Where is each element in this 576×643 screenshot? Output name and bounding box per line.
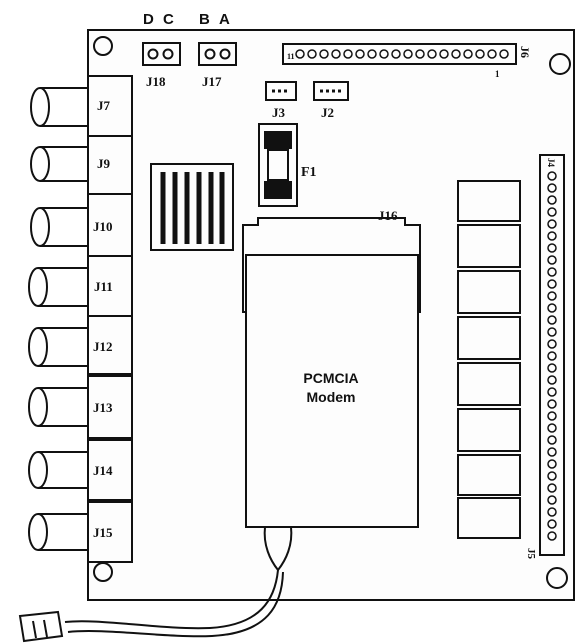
j4-j5-header (539, 154, 565, 556)
modem-plug (18, 610, 64, 643)
j18-label: J18 (146, 74, 166, 89)
jack-j11 (28, 255, 133, 317)
component-block-8 (457, 497, 521, 539)
modem-label-line1: PCMCIA (303, 370, 358, 386)
component-block-4 (457, 316, 521, 360)
j2-label: J2 (321, 105, 334, 120)
mounting-hole-top-right (549, 53, 571, 75)
component-block-6 (457, 408, 521, 452)
component-block-3 (457, 270, 521, 314)
terminal-label-d: D (143, 11, 154, 28)
component-block-1 (457, 180, 521, 222)
modem-cable (64, 526, 293, 638)
j6-header (282, 43, 517, 65)
jack-label-j7: J7 (97, 98, 111, 113)
jack-j13 (28, 375, 133, 439)
j18-terminal-block (142, 42, 181, 66)
jack-label-j12: J12 (93, 339, 113, 354)
heatsink (150, 163, 234, 251)
component-block-5 (457, 362, 521, 406)
component-block-7 (457, 454, 521, 496)
j6-pin-right-label: 1 (495, 69, 500, 79)
terminal-label-c: C (163, 11, 174, 28)
j16-label: J16 (378, 208, 398, 223)
modem-label-line2: Modem (307, 389, 356, 405)
mounting-hole-bottom-right (546, 567, 568, 589)
jack-label-j10: J10 (93, 219, 113, 234)
jack-label-j14: J14 (93, 463, 113, 478)
jack-j15 (28, 501, 133, 563)
jack-j10 (30, 193, 133, 257)
mounting-hole-top-left (93, 36, 113, 56)
j17-terminal-block (198, 42, 237, 66)
jack-label-j15: J15 (93, 525, 113, 540)
f1-label: F1 (301, 165, 317, 180)
j6-pin-left-label: 11 (287, 52, 295, 61)
jack-label-j13: J13 (93, 400, 113, 415)
component-block-2 (457, 224, 521, 268)
pcmcia-modem-card (245, 254, 419, 528)
j4-label: J4 (546, 158, 556, 168)
jack-j14 (28, 439, 133, 501)
jack-j7 (30, 75, 133, 137)
jack-j12 (28, 315, 133, 375)
j3-header (265, 81, 297, 101)
j17-label: J17 (202, 74, 222, 89)
jack-label-j9: J9 (97, 156, 111, 171)
j3-label: J3 (272, 105, 286, 120)
j5-label: J5 (525, 548, 537, 560)
jack-j9 (30, 135, 133, 195)
f1-fuse (258, 123, 298, 207)
terminal-label-b: B (199, 11, 210, 28)
terminal-label-a: A (219, 11, 230, 28)
j6-label: J6 (518, 46, 532, 58)
j2-header (313, 81, 349, 101)
jack-label-j11: J11 (94, 279, 113, 294)
